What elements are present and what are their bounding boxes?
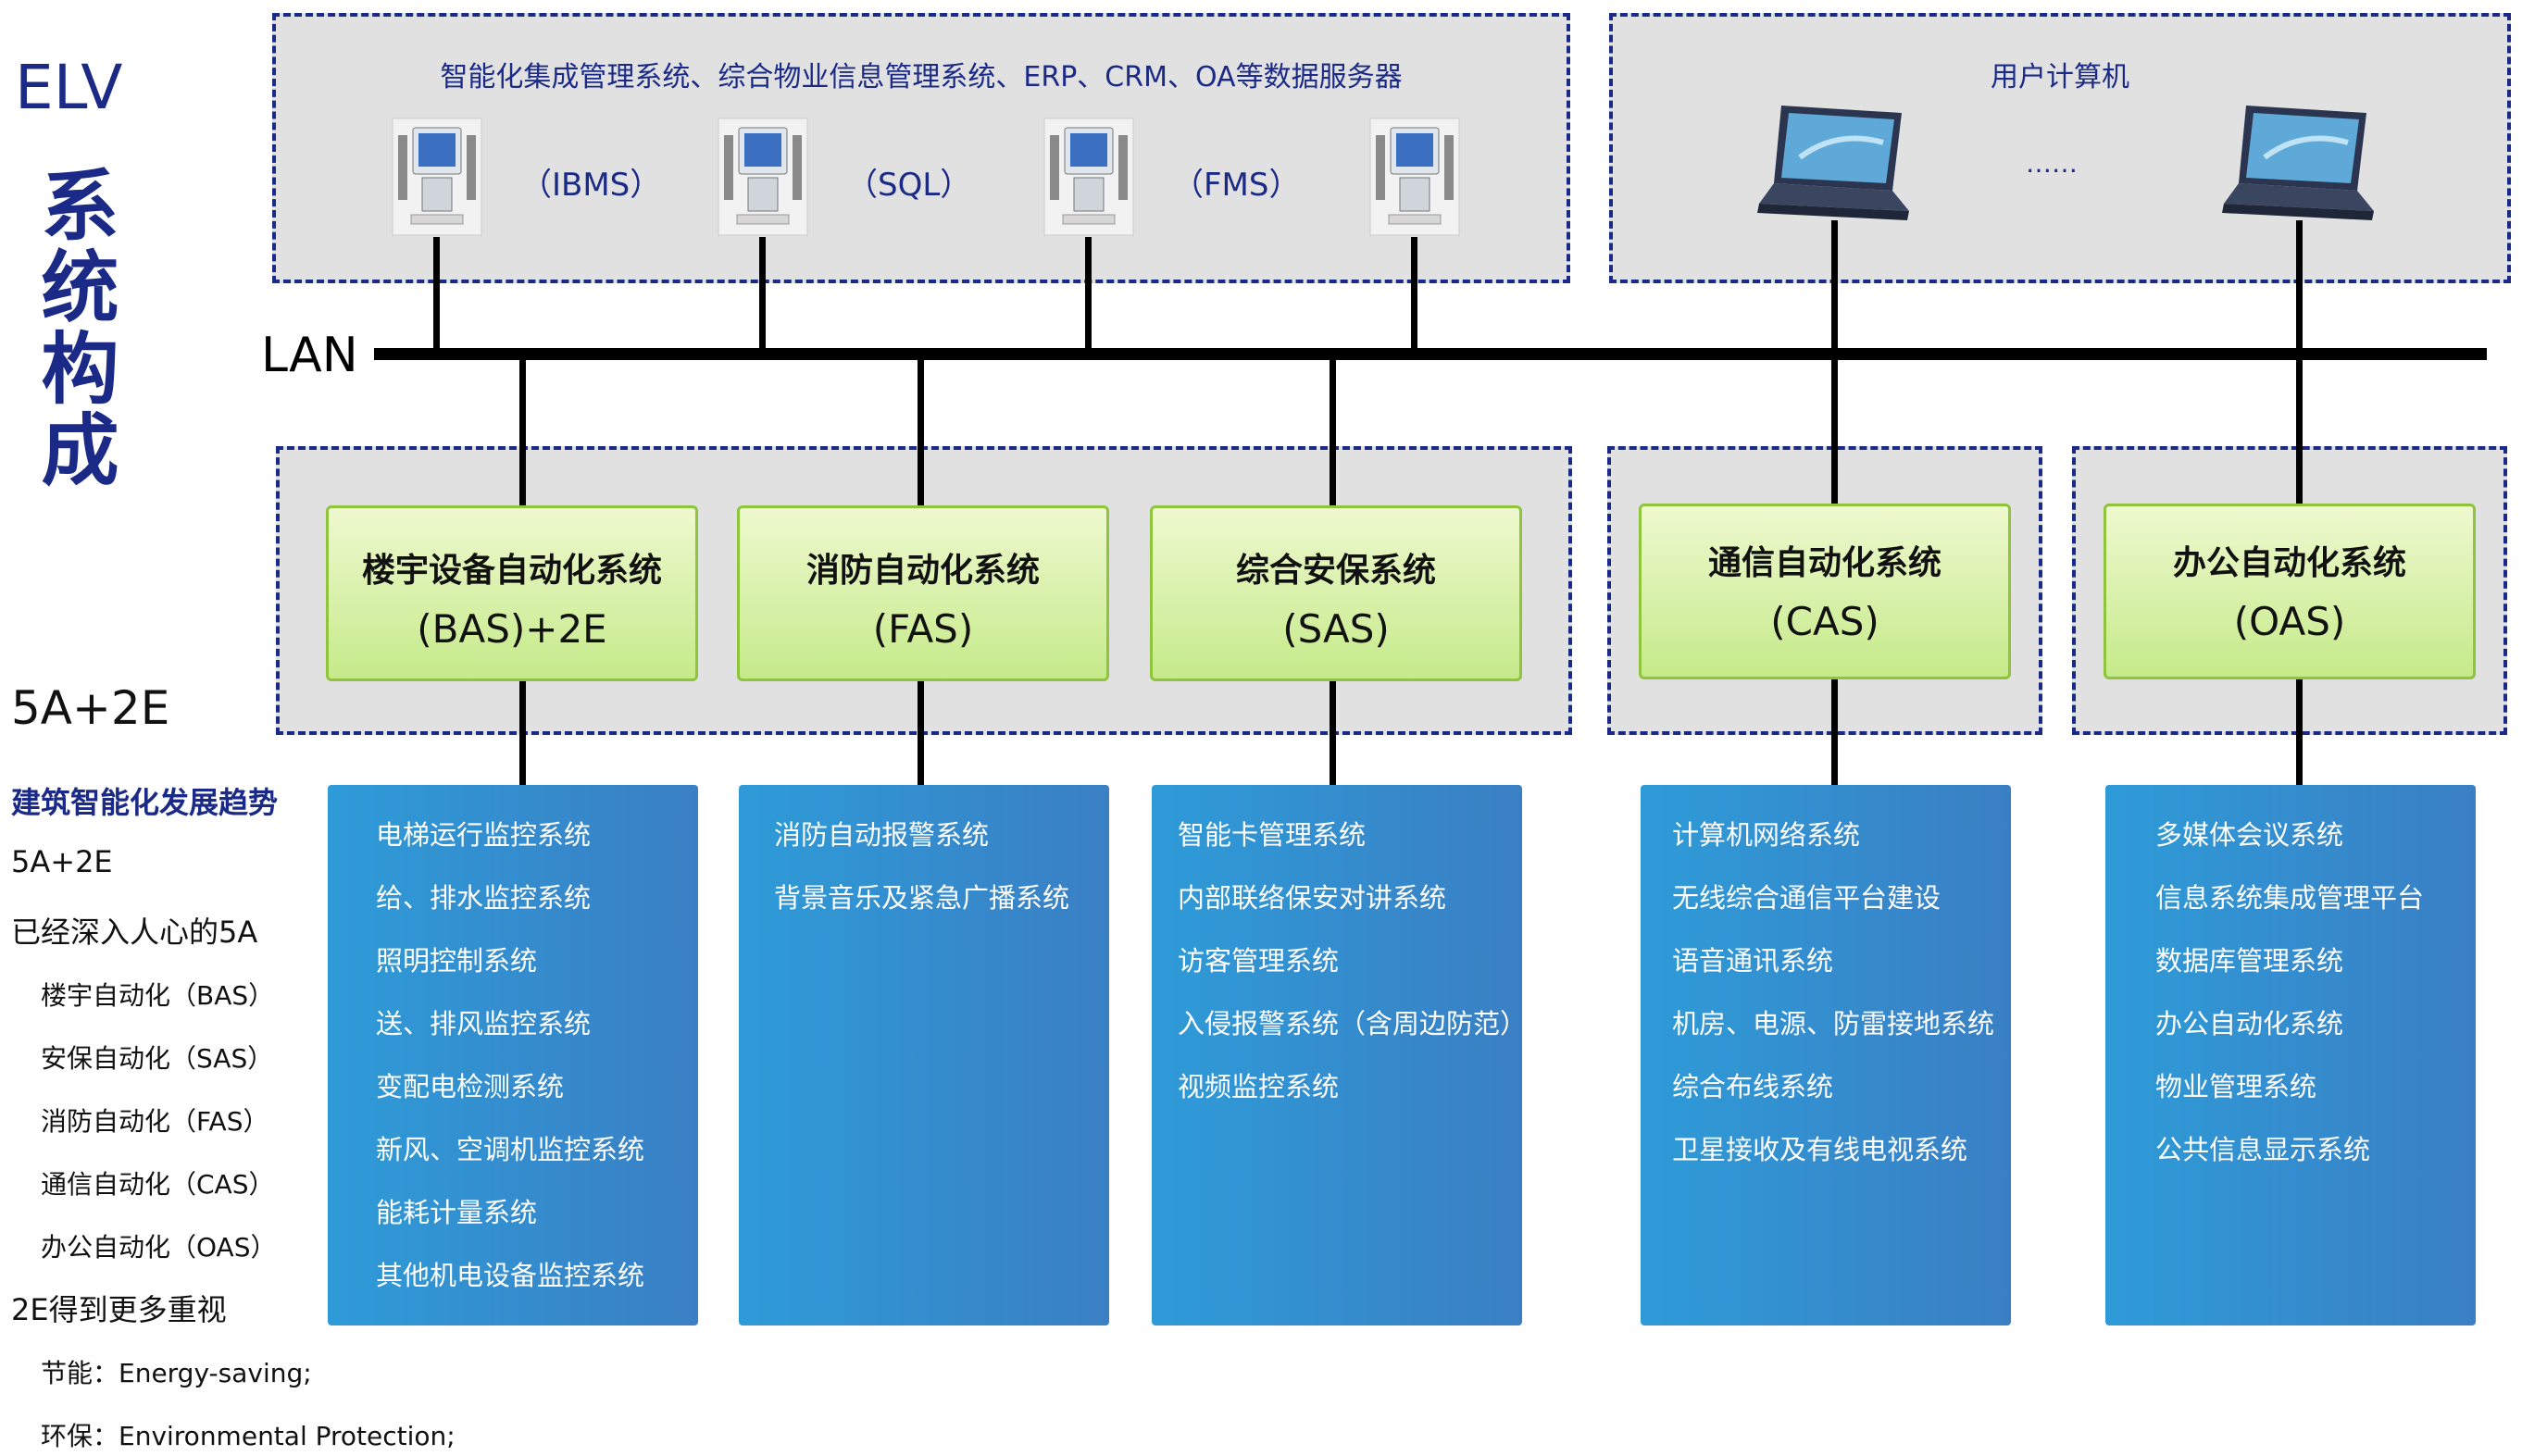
connector-line — [2296, 220, 2303, 352]
lan-bus-line — [374, 348, 2487, 360]
connector-line — [1085, 237, 1092, 352]
list-item: 物业管理系统 — [2155, 1071, 2317, 1102]
list-item: 照明控制系统 — [376, 945, 538, 977]
list-item: 卫星接收及有线电视系统 — [1672, 1134, 1968, 1165]
data-server-zone — [272, 13, 1570, 283]
list-item: 语音通讯系统 — [1672, 945, 1834, 977]
two-e-item: 节能：Energy-saving; — [41, 1358, 312, 1388]
sidebar-5a2e: 5A+2E — [11, 844, 113, 879]
five-a-item: 消防自动化（FAS） — [41, 1106, 269, 1137]
subsystem-name: 综合安保系统 — [1235, 552, 1436, 590]
subsystem-name: 消防自动化系统 — [805, 552, 1040, 590]
list-item: 访客管理系统 — [1178, 945, 1340, 977]
detail-list-sas: 智能卡管理系统 内部联络保安对讲系统 访客管理系统 入侵报警系统（含周边防范） … — [1152, 785, 1528, 1325]
five-a-heading: 已经深入人心的5A — [11, 915, 258, 950]
list-item: 无线综合通信平台建设 — [1672, 882, 1941, 914]
list-item: 电梯运行监控系统 — [376, 819, 592, 851]
detail-list-bas: 电梯运行监控系统 给、排水监控系统 照明控制系统 送、排风监控系统 变配电检测系… — [328, 785, 698, 1325]
server-computer-icon — [1369, 118, 1460, 236]
connector-line — [759, 237, 766, 352]
list-item: 入侵报警系统（含周边防范） — [1178, 1008, 1528, 1039]
list-item: 能耗计量系统 — [376, 1197, 538, 1228]
list-item: 数据库管理系统 — [2155, 945, 2344, 977]
two-e-item: 环保：Environmental Protection; — [41, 1421, 456, 1451]
subsystem-oas: 办公自动化系统 (OAS) — [2104, 504, 2476, 679]
list-item: 背景音乐及紧急广播系统 — [774, 882, 1070, 914]
list-item: 新风、空调机监控系统 — [376, 1134, 645, 1165]
list-item: 多媒体会议系统 — [2155, 819, 2344, 851]
list-item: 综合布线系统 — [1672, 1071, 1834, 1102]
detail-list-cas: 计算机网络系统 无线综合通信平台建设 语音通讯系统 机房、电源、防雷接地系统 综… — [1641, 785, 2011, 1325]
subsystem-fas: 消防自动化系统 (FAS) — [737, 505, 1109, 681]
system-composition-title: 系统构成 — [29, 165, 119, 491]
list-item: 办公自动化系统 — [2155, 1008, 2344, 1039]
trend-heading: 建筑智能化发展趋势 — [11, 785, 279, 820]
list-item: 送、排风监控系统 — [376, 1008, 592, 1039]
subsystem-code: (FAS) — [872, 606, 974, 652]
connector-line — [1411, 237, 1417, 352]
list-item: 公共信息显示系统 — [2155, 1134, 2371, 1165]
laptop-icon — [2222, 106, 2374, 220]
five-a-item: 楼宇自动化（BAS） — [41, 980, 275, 1011]
list-item: 其他机电设备监控系统 — [376, 1260, 645, 1291]
five-a-item: 办公自动化（OAS） — [41, 1232, 277, 1263]
server-computer-icon — [392, 118, 482, 236]
subsystem-code: (BAS)+2E — [417, 606, 607, 652]
list-item: 变配电检测系统 — [376, 1071, 565, 1102]
two-e-heading: 2E得到更多重视 — [11, 1292, 227, 1327]
server-label-fms: （FMS） — [1172, 167, 1301, 204]
subsystem-sas: 综合安保系统 (SAS) — [1150, 505, 1522, 681]
lan-label: LAN — [261, 328, 358, 383]
server-computer-icon — [1043, 118, 1134, 236]
more-computers-ellipsis: …… — [2026, 148, 2078, 179]
server-label-sql: （SQL） — [846, 167, 972, 204]
list-item: 机房、电源、防雷接地系统 — [1672, 1008, 1995, 1039]
five-a-item: 通信自动化（CAS） — [41, 1169, 275, 1200]
subsystem-name: 楼宇设备自动化系统 — [361, 552, 662, 590]
five-a-item: 安保自动化（SAS） — [41, 1043, 274, 1074]
list-item: 内部联络保安对讲系统 — [1178, 882, 1447, 914]
connector-line — [1831, 220, 1838, 352]
5a2e-heading: 5A+2E — [11, 681, 170, 735]
list-item: 信息系统集成管理平台 — [2155, 882, 2425, 914]
subsystem-code: (SAS) — [1282, 606, 1390, 652]
detail-list-oas: 多媒体会议系统 信息系统集成管理平台 数据库管理系统 办公自动化系统 物业管理系… — [2105, 785, 2476, 1325]
list-item: 消防自动报警系统 — [774, 819, 990, 851]
connector-line — [433, 237, 440, 352]
list-item: 计算机网络系统 — [1672, 819, 1861, 851]
laptop-icon — [1757, 106, 1909, 220]
data-server-zone-label: 智能化集成管理系统、综合物业信息管理系统、ERP、CRM、OA等数据服务器 — [440, 61, 1403, 93]
subsystem-name: 通信自动化系统 — [1707, 544, 1941, 582]
subsystem-code: (OAS) — [2233, 599, 2346, 644]
subsystem-cas: 通信自动化系统 (CAS) — [1639, 504, 2011, 679]
user-computer-zone-label: 用户计算机 — [1991, 61, 2129, 93]
elv-title: ELV — [15, 52, 123, 123]
server-computer-icon — [718, 118, 808, 236]
subsystem-bas: 楼宇设备自动化系统 (BAS)+2E — [326, 505, 698, 681]
list-item: 给、排水监控系统 — [376, 882, 592, 914]
list-item: 视频监控系统 — [1178, 1071, 1340, 1102]
subsystem-code: (CAS) — [1770, 599, 1879, 644]
server-label-ibms: （IBMS） — [520, 167, 662, 204]
subsystem-name: 办公自动化系统 — [2172, 544, 2406, 582]
detail-list-fas: 消防自动报警系统 背景音乐及紧急广播系统 — [739, 785, 1109, 1325]
list-item: 智能卡管理系统 — [1178, 819, 1367, 851]
